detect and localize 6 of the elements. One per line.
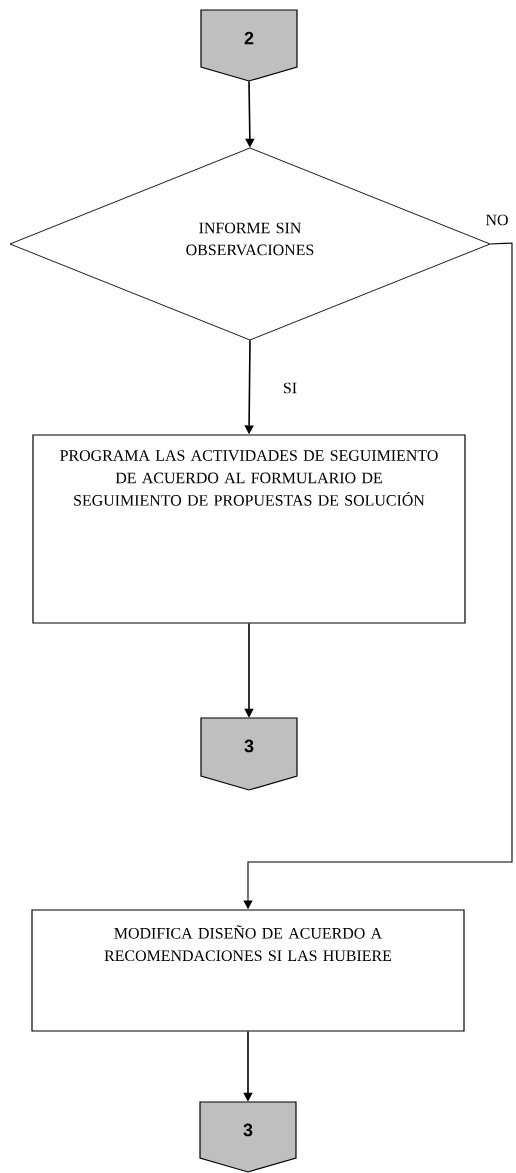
process-box: PROGRAMA LAS ACTIVIDADES DE SEGUIMIENTO DE ACUERDO AL FORMULARIO DE SEGUIMIENTO DE PROPUESTAS DE SOLUCIÓN: [32, 434, 466, 624]
edge-label: SI: [281, 381, 299, 395]
process-box: MODIFICA DISEÑO DE ACUERDO A RECOMENDACIONES SI LAS HUBIERE: [31, 909, 465, 1032]
connector-pentagon: 3: [200, 717, 298, 791]
connector-pentagon: 2: [200, 9, 298, 82]
connector-pentagon: 3: [199, 1101, 297, 1173]
